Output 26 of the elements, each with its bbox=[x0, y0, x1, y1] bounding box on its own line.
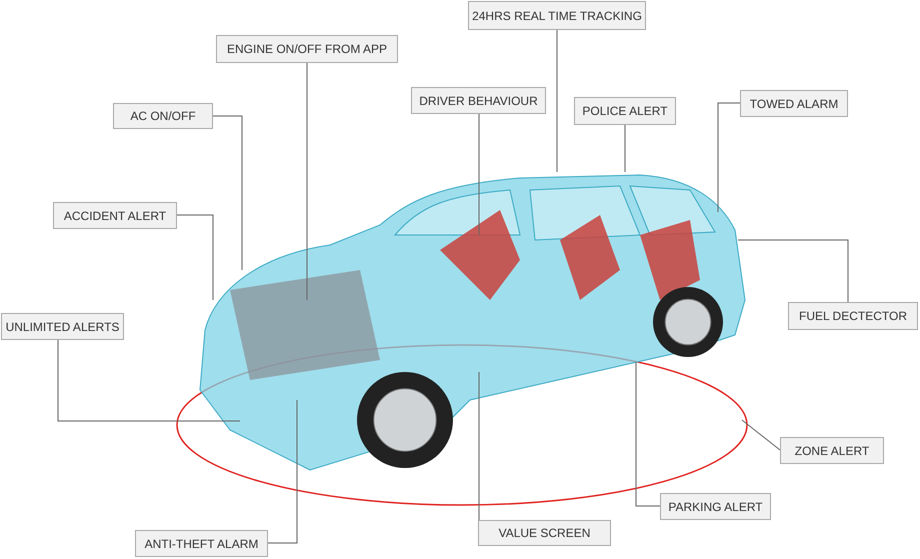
callout-label: DRIVER BEHAVIOUR bbox=[411, 87, 546, 114]
leader-line bbox=[636, 362, 660, 506]
callout-label: TOWED ALARM bbox=[740, 90, 848, 117]
leader-line bbox=[176, 214, 214, 300]
callout-label: VALUE SCREEN bbox=[478, 520, 611, 546]
leader-line bbox=[306, 62, 308, 300]
leader-line bbox=[738, 240, 848, 302]
callout-label: FUEL DECTECTOR bbox=[788, 302, 918, 330]
callout-label: UNLIMITED ALERTS bbox=[1, 313, 124, 340]
leader-line bbox=[718, 102, 740, 212]
callout-label: ENGINE ON/OFF FROM APP bbox=[216, 35, 398, 63]
leader-line bbox=[268, 400, 298, 544]
callout-label: POLICE ALERT bbox=[574, 97, 676, 125]
callout-label: 24HRS REAL TIME TRACKING bbox=[468, 1, 646, 30]
callout-label: AC ON/OFF bbox=[113, 103, 213, 129]
leader-line bbox=[212, 116, 242, 270]
leader-line bbox=[742, 420, 780, 450]
leader-line bbox=[556, 30, 558, 172]
callout-label: ZONE ALERT bbox=[780, 437, 884, 464]
leader-line bbox=[478, 372, 480, 520]
callout-label: PARKING ALERT bbox=[660, 493, 771, 520]
leader-line bbox=[624, 124, 626, 172]
leader-line bbox=[58, 340, 240, 422]
leader-line bbox=[478, 114, 480, 236]
callout-label: ANTI-THEFT ALARM bbox=[135, 530, 268, 557]
callout-label: ACCIDENT ALERT bbox=[53, 202, 177, 229]
